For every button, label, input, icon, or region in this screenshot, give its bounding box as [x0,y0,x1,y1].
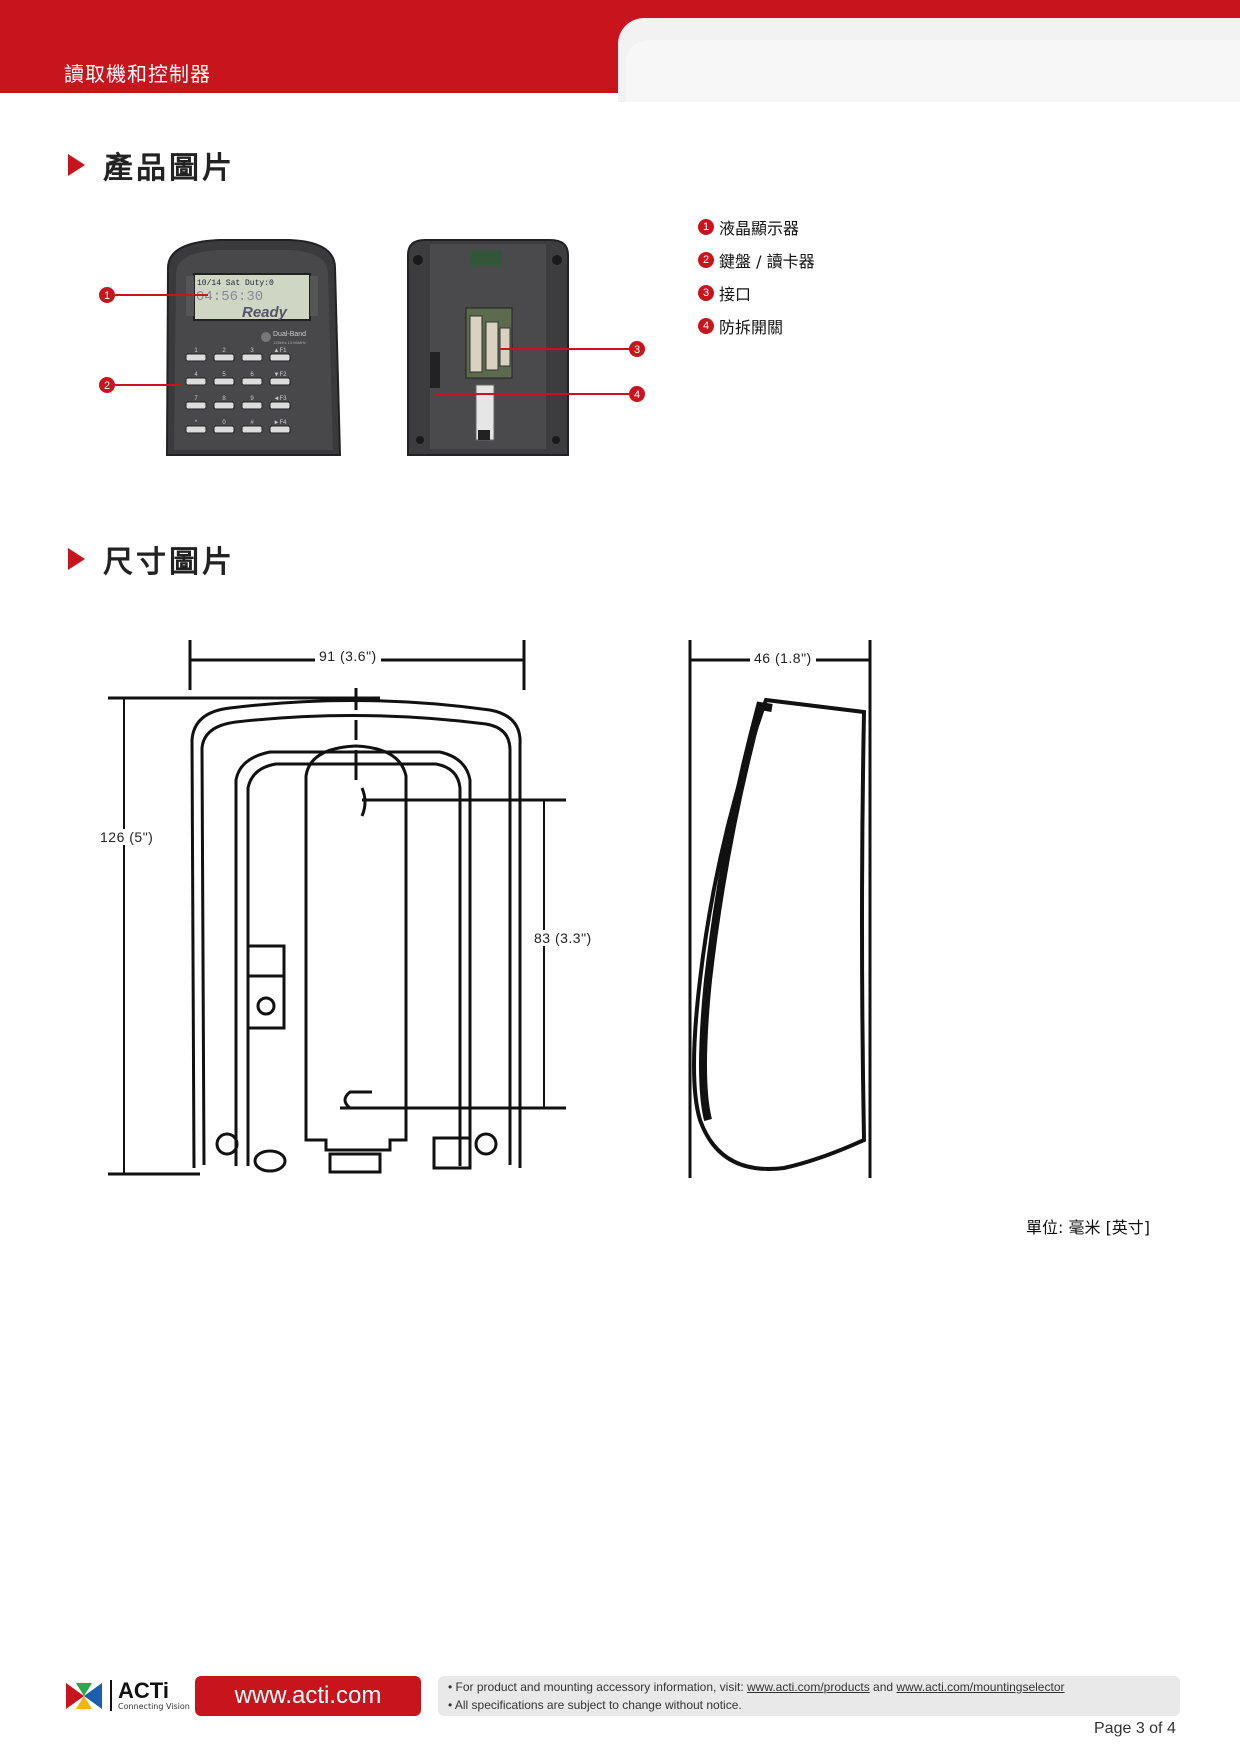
number-badge-icon: 4 [698,317,714,334]
keypad-key [269,425,291,434]
section-arrow-icon [68,154,85,176]
key-label: 0 [222,420,226,426]
keypad-key [213,401,235,410]
legend-item: 2 鍵盤 / 讀卡器 [698,243,815,276]
number-badge-icon: 2 [698,251,714,268]
key-label: ▼F2 [274,372,288,378]
key-label: # [250,420,254,426]
keypad-key [241,401,263,410]
key-label: 8 [222,396,226,402]
keypad-key [241,425,263,434]
mountingselector-link[interactable]: www.acti.com/mountingselector [896,1680,1065,1694]
key-label: 5 [222,372,226,378]
footer-notes: • For product and mounting accessory inf… [438,1676,1180,1716]
callout-4: 4 [436,386,645,402]
footer-note-2: • All specifications are subject to chan… [448,1698,742,1712]
product-photos: 10/14 Sat Duty:0 04:56:30 Ready Dual-Ban… [99,239,645,456]
key-label: ◄F3 [274,396,288,402]
dimension-height-label: 126 (5") [96,829,158,845]
callout-2: 2 [99,377,182,393]
key-label: 4 [194,372,198,378]
svg-text:1: 1 [104,290,110,302]
dimension-depth-label: 46 (1.8") [750,650,816,666]
keypad-key [213,377,235,386]
section-title: 尺寸圖片 [103,545,235,580]
lcd-line2: 04:56:30 [196,289,263,305]
section-title: 產品圖片 [103,151,235,186]
key-label: 3 [250,348,254,354]
legend-label: 鍵盤 / 讀卡器 [719,251,815,271]
legend-label: 防拆開關 [719,317,784,337]
legend-item: 4 防拆開關 [698,309,815,342]
lcd-ready: Ready [242,304,288,321]
products-link[interactable]: www.acti.com/products [747,1680,870,1694]
dimension-width-label: 91 (3.6") [315,648,381,664]
key-label: 7 [194,396,198,402]
brand-sub-label: 125kHz 13.56MHz [273,340,306,345]
acti-logo: ACTi Connecting Vision [66,1680,190,1711]
key-label: 9 [250,396,254,402]
key-label: * [195,420,198,426]
legend-label: 液晶顯示器 [719,218,800,238]
keypad-key [185,377,207,386]
svg-text:2: 2 [104,380,110,392]
svg-text:4: 4 [634,389,640,401]
keypad-key [269,377,291,386]
header-title: 讀取機和控制器 [64,62,211,86]
dimension-inner-label: 83 (3.3") [530,930,596,946]
page-number: Page 3 of 4 [1094,1720,1176,1737]
keypad-key [241,377,263,386]
number-badge-icon: 3 [698,284,714,301]
logo-name: ACTi [118,1678,169,1703]
key-label: 6 [250,372,254,378]
legend-label: 接口 [719,284,752,304]
callout-1: 1 [99,287,208,303]
key-label: ►F4 [274,420,288,426]
key-label: 1 [194,348,198,354]
svg-text:3: 3 [634,344,640,356]
acti-logo-icon [66,1682,102,1709]
device-front: 10/14 Sat Duty:0 04:56:30 Ready Dual-Ban… [165,239,342,456]
brand-label: Dual-Band [273,331,306,338]
keypad-key [269,353,291,362]
number-badge-icon: 1 [698,218,714,235]
keypad-key [185,425,207,434]
keypad-key [185,401,207,410]
logo-tagline: Connecting Vision [118,1702,190,1711]
lcd-line1: 10/14 Sat Duty:0 [197,279,274,288]
key-label: 2 [222,348,226,354]
device-back [407,239,569,456]
footer-note-1: • For product and mounting accessory inf… [448,1680,1065,1694]
keypad-key [241,353,263,362]
keypad-key [269,401,291,410]
section-dimension-images: 尺寸圖片 [68,537,235,581]
legend-item: 3 接口 [698,276,815,309]
keypad-key [213,353,235,362]
legend-item: 1 液晶顯示器 [698,210,815,243]
header-tab-inner [626,40,1240,102]
key-label: ▲F1 [274,348,288,354]
dimension-drawing [108,640,872,1178]
keypad-key [213,425,235,434]
website-link[interactable]: www.acti.com [195,1676,421,1716]
callout-3: 3 [500,341,645,357]
keypad: 1 2 3 ▲F1 4 5 6 ▼F2 7 8 9 ◄F3 * 0 # ►F4 [185,348,291,434]
section-arrow-icon [68,548,85,570]
keypad-key [185,353,207,362]
unit-note: 單位: 毫米 [英寸] [1026,1218,1151,1237]
legend-list: 1 液晶顯示器 2 鍵盤 / 讀卡器 3 接口 4 防拆開關 [698,210,815,342]
section-product-images: 產品圖片 [68,143,235,187]
